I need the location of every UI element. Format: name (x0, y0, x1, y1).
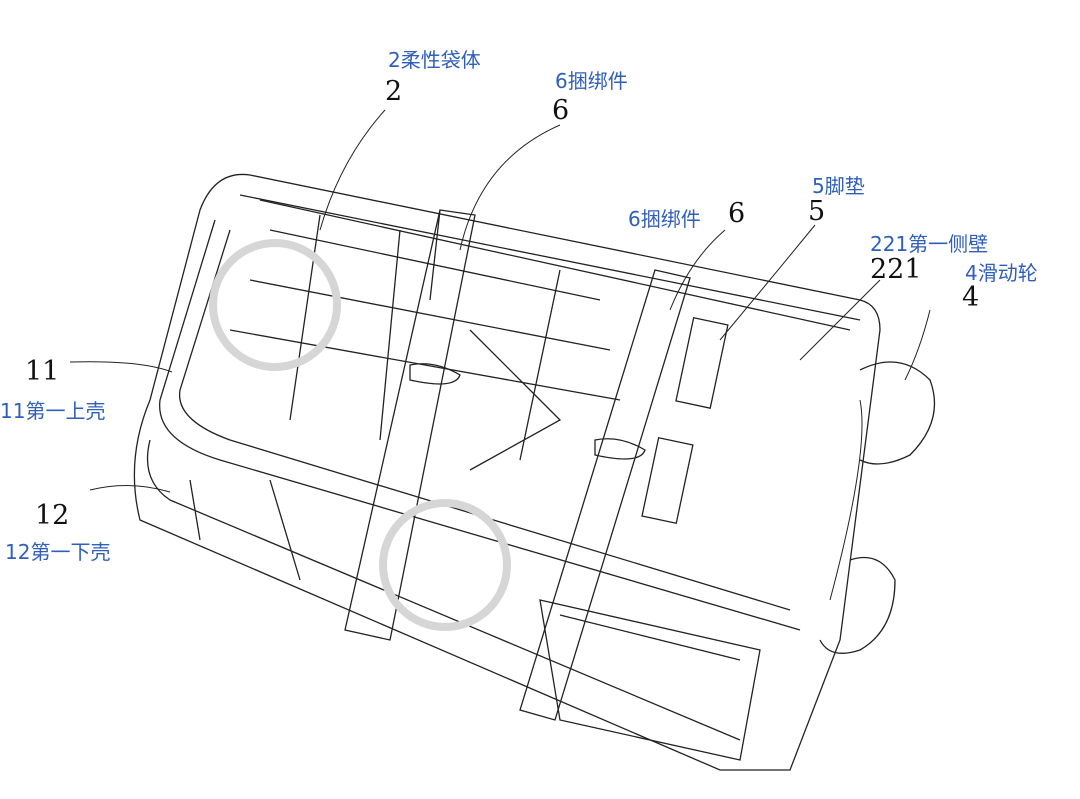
label-lower-shell-caption: 12第一下壳 (5, 540, 111, 564)
inner-rim (178, 199, 851, 611)
label-foot-pad-caption: 5脚垫 (812, 174, 865, 198)
label-strap-mid-caption: 6捆绑件 (628, 207, 701, 231)
label-wheel-caption: 4滑动轮 (965, 261, 1038, 285)
label-upper-shell-caption: 11第一上壳 (0, 399, 106, 423)
label-strap-top-caption: 6捆绑件 (555, 69, 628, 93)
wheel-bottom (819, 556, 896, 654)
leader-lines (69, 109, 931, 601)
label-strap-mid-number: 6 (728, 198, 746, 229)
label-side-wall-caption: 221第一侧壁 (870, 232, 989, 256)
lower-shell-edge (146, 439, 741, 741)
bag-grid (229, 214, 621, 471)
label-side-wall-number: 221 (870, 254, 922, 285)
upper-shell-outline (133, 173, 881, 771)
watermark-logo (209, 239, 511, 631)
label-foot-pad-number: 5 (808, 196, 826, 227)
strap-left (344, 209, 476, 641)
label-flexible-bag-caption: 2柔性袋体 (388, 48, 481, 72)
foot-pad-1 (675, 316, 729, 409)
label-lower-shell-number: 12 (35, 500, 70, 531)
label-strap-top-number: 6 (552, 95, 570, 126)
wheel-top (859, 361, 936, 465)
upper-shell-rim (159, 194, 861, 631)
strap-loops (409, 363, 646, 460)
label-flexible-bag-number: 2 (385, 76, 403, 107)
label-wheel-number: 4 (962, 282, 980, 313)
strap-right (519, 269, 691, 721)
label-upper-shell-number: 11 (25, 356, 60, 387)
bottom-panel (539, 599, 761, 761)
foot-pad-2 (641, 436, 694, 525)
